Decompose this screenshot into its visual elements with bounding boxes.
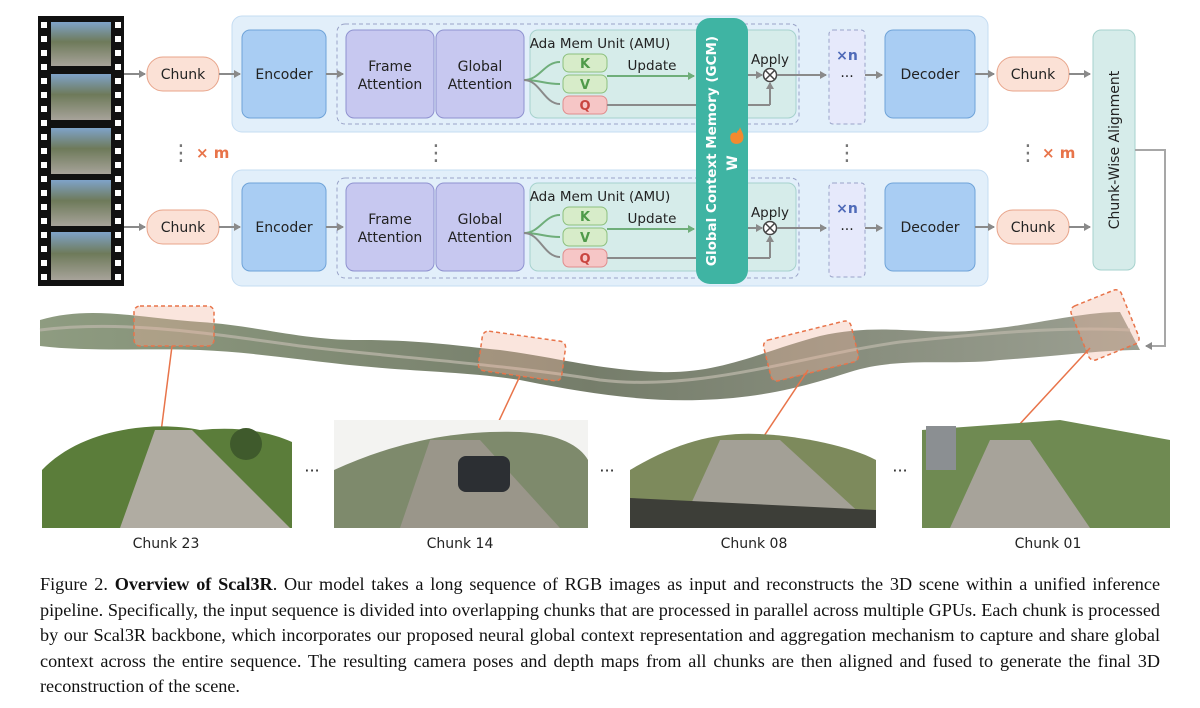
repeat-n-label: ×n: [836, 201, 858, 217]
update-label: Update: [628, 58, 677, 74]
global-attention-label: Global: [458, 59, 503, 75]
frame-thumbnail: [51, 232, 111, 280]
value-box: [562, 74, 608, 94]
query-label: Q: [579, 252, 590, 267]
caption-prefix: Figure 2.: [40, 574, 108, 594]
encoder-label: Encoder: [255, 67, 312, 83]
chunk-caption: Chunk 14: [427, 536, 494, 552]
frame-attention-label: Attention: [358, 77, 423, 93]
frame-attention-label: Attention: [358, 230, 423, 246]
chunk-caption: Chunk 01: [1015, 536, 1082, 552]
apply-label: Apply: [751, 205, 789, 221]
row-ellipsis: ⋮: [836, 141, 858, 166]
value-box: [562, 227, 608, 247]
encoder-label: Encoder: [255, 220, 312, 236]
key-box: [562, 206, 608, 226]
repeat-n-label: ×n: [836, 48, 858, 64]
pipeline-row-bottom: Chunk Encoder Frame Attention Global Att…: [124, 182, 1091, 278]
chunk-view-01: [922, 420, 1170, 528]
alignment-label: Chunk-Wise Alignment: [1107, 70, 1123, 229]
frame-thumbnail: [51, 74, 111, 120]
frame-attention-box: [345, 29, 435, 119]
decoder-label: Decoder: [901, 67, 960, 83]
chunk-view-08: [630, 433, 876, 528]
row-ellipsis: ⋮: [170, 141, 192, 166]
chunk-view-14: [334, 420, 588, 528]
frame-attention-label: Frame: [368, 212, 412, 228]
chunk-input-label: Chunk: [161, 67, 206, 83]
repeat-n-box: [828, 29, 866, 125]
chunk-input-label: Chunk: [161, 220, 206, 236]
row-ellipsis: ⋮: [425, 141, 447, 166]
key-label: K: [580, 57, 591, 72]
key-box: [562, 53, 608, 73]
value-label: V: [580, 231, 590, 246]
overview-figure: Chunk Encoder Frame Attention Global Att…: [38, 15, 1170, 552]
frame-thumbnail: [51, 180, 111, 226]
chunk-view-23: [42, 426, 292, 528]
chunk-output-label: Chunk: [1011, 220, 1056, 236]
gcm-weight-label: W: [725, 155, 741, 170]
highlight-chunk-23: [133, 305, 215, 347]
gcm-column: [696, 18, 748, 284]
global-attention-label: Global: [458, 212, 503, 228]
update-label: Update: [628, 211, 677, 227]
value-label: V: [580, 78, 590, 93]
repeat-dots: ···: [840, 222, 853, 238]
pipeline-row-top: Chunk Encoder Frame Attention Global Att…: [124, 29, 1091, 125]
caption-title: Overview of Scal3R: [114, 574, 273, 594]
figure-caption: Figure 2. Overview of Scal3R. Our model …: [40, 572, 1160, 700]
frame-thumbnail: [51, 128, 111, 174]
view-separator: ···: [892, 461, 907, 480]
input-film-strip: [38, 16, 124, 286]
global-attention-label: Attention: [448, 230, 513, 246]
frame-attention-label: Frame: [368, 59, 412, 75]
chunk-caption: Chunk 08: [721, 536, 788, 552]
global-attention-label: Attention: [448, 77, 513, 93]
reconstruction-point-cloud: [39, 289, 1140, 443]
decoder-label: Decoder: [901, 220, 960, 236]
amu-title: Ada Mem Unit (AMU): [530, 189, 671, 205]
query-label: Q: [579, 99, 590, 114]
apply-label: Apply: [751, 52, 789, 68]
gcm-label: Global Context Memory (GCM): [704, 36, 720, 266]
caption-body: . Our model takes a long sequence of RGB…: [40, 574, 1161, 697]
repeat-n-box: [828, 182, 866, 278]
highlight-chunk-14: [477, 330, 567, 382]
highlight-chunk-01: [1070, 289, 1140, 361]
repeat-m-label: × m: [196, 144, 229, 162]
repeat-dots: ···: [840, 69, 853, 85]
chunk-caption: Chunk 23: [133, 536, 200, 552]
repeat-m-label: × m: [1042, 144, 1075, 162]
flame-icon: [730, 127, 744, 144]
global-attention-box: [435, 182, 525, 272]
chunk-output-label: Chunk: [1011, 67, 1056, 83]
amu-title: Ada Mem Unit (AMU): [530, 36, 671, 52]
highlight-chunk-08: [762, 320, 860, 382]
view-separator: ···: [304, 461, 319, 480]
row-ellipsis: ⋮: [1017, 141, 1039, 166]
global-attention-box: [435, 29, 525, 119]
frame-thumbnail: [51, 22, 111, 66]
frame-attention-box: [345, 182, 435, 272]
key-label: K: [580, 210, 591, 225]
view-separator: ···: [599, 461, 614, 480]
